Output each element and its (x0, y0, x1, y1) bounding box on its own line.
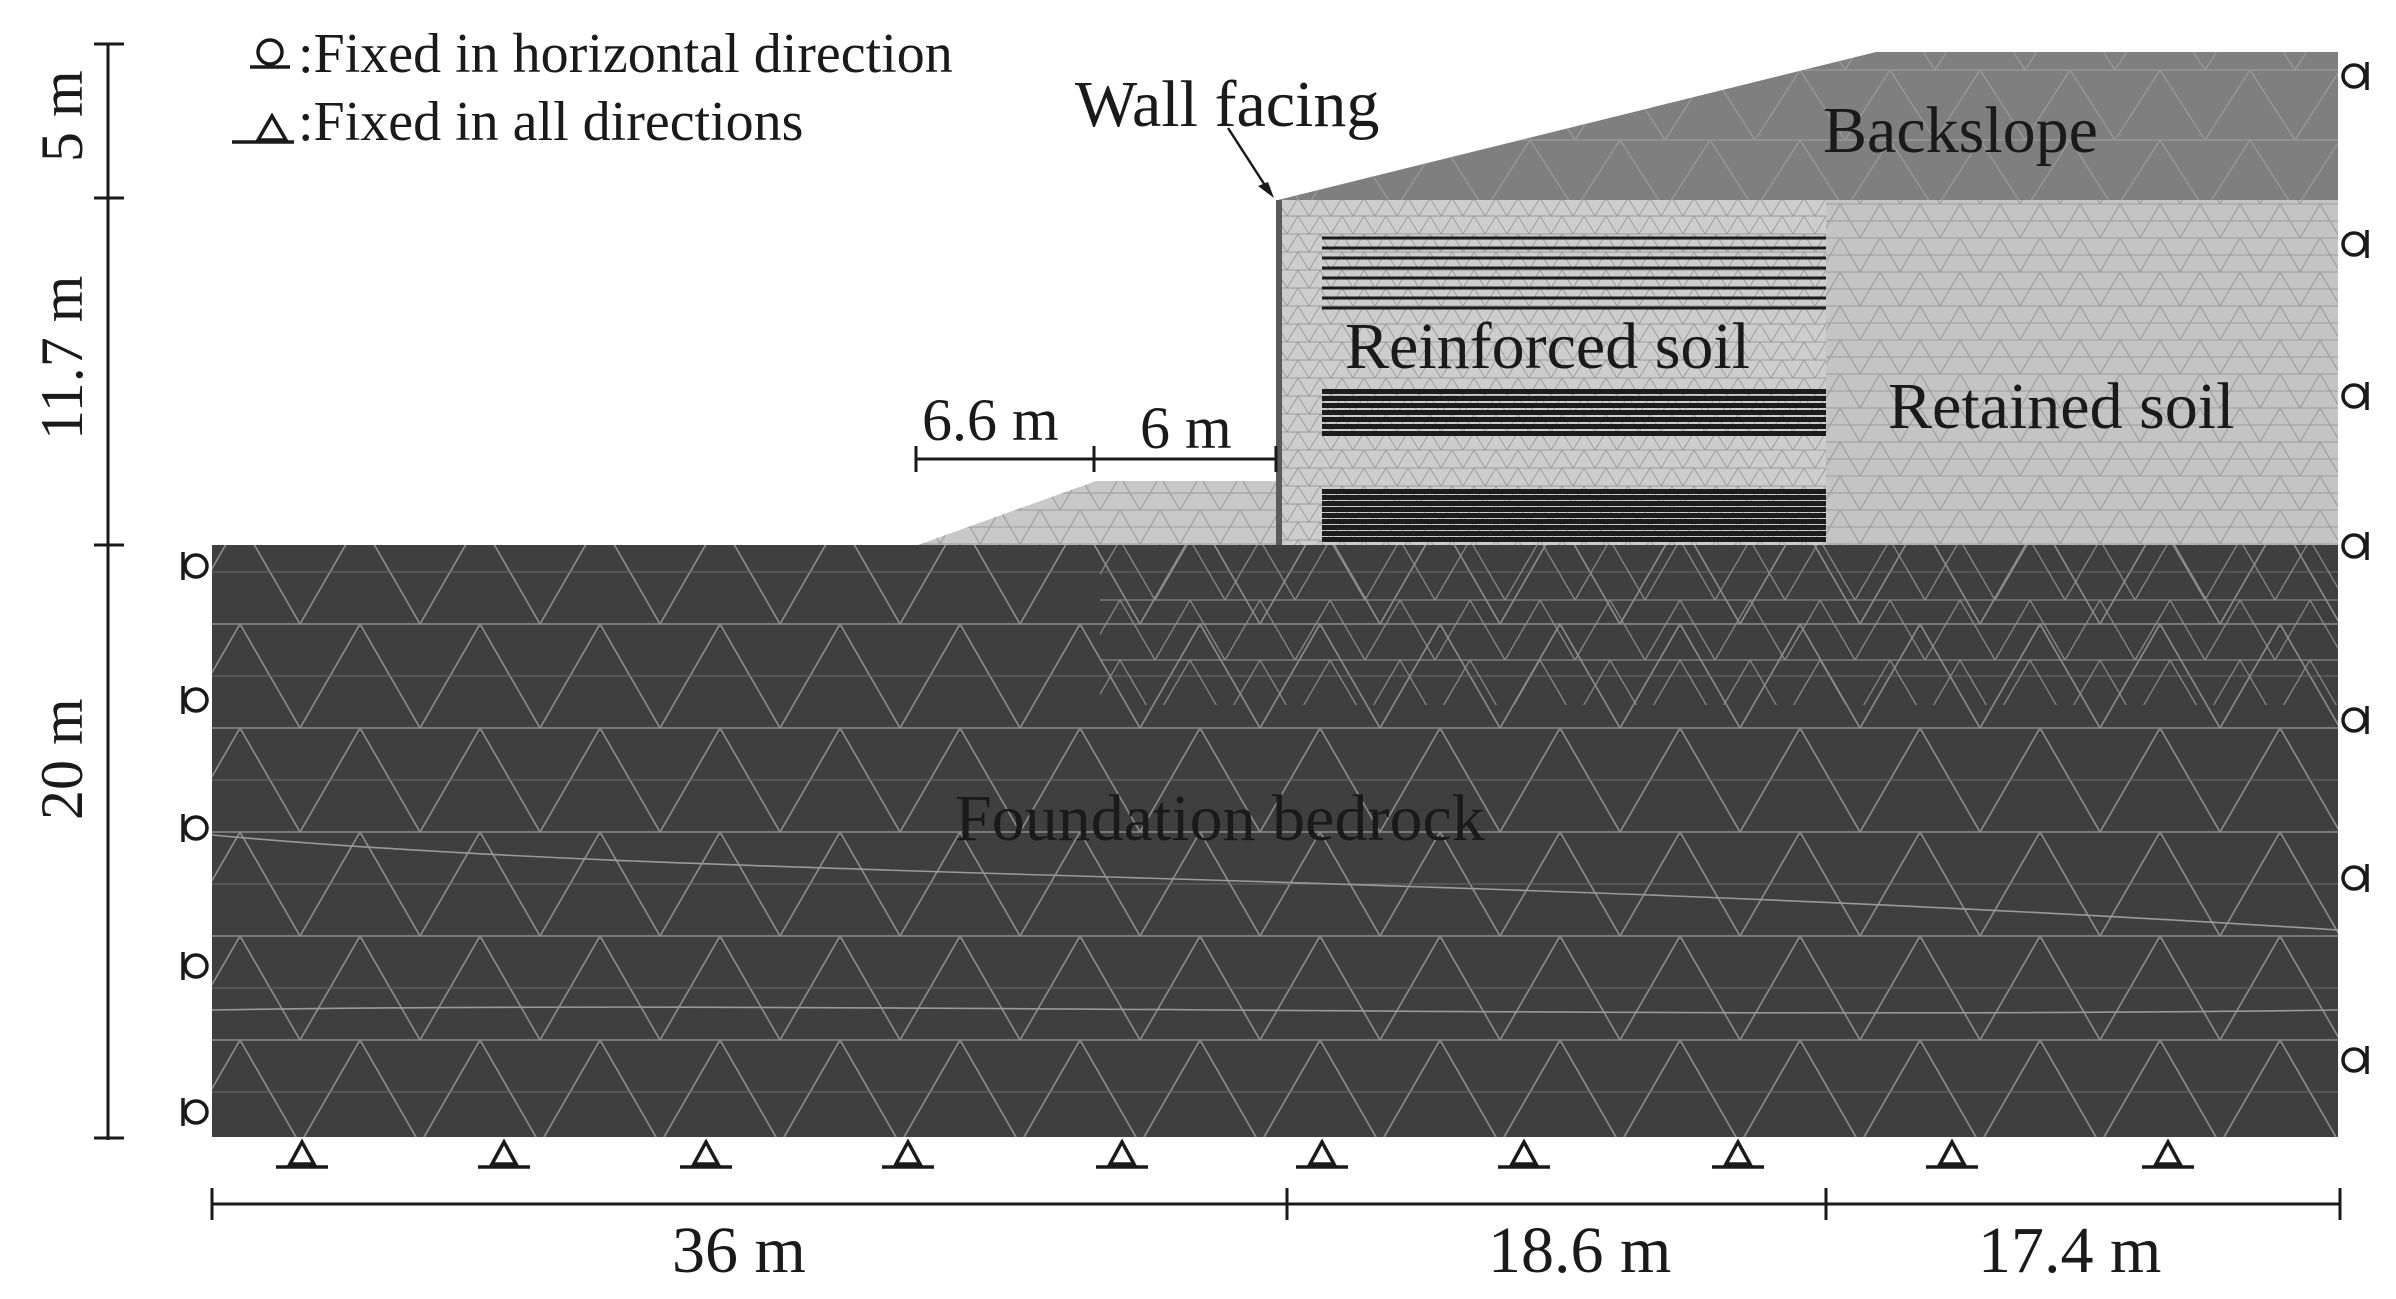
left-roller-supports (181, 552, 209, 1126)
bottom-pin-supports (276, 1138, 2194, 1169)
pin-support-icon (680, 1138, 732, 1169)
pin-support-icon (276, 1138, 328, 1169)
reinforced-soil-region (1278, 200, 1826, 545)
legend-roller-label: :Fixed in horizontal direction (298, 23, 953, 85)
reinforcement-layer (1322, 276, 1826, 280)
pin-support-icon (1926, 1138, 1978, 1169)
reinforcement-layer (1322, 525, 1826, 530)
reinforcement-layer (1322, 246, 1826, 250)
roller-support-icon (181, 814, 209, 842)
roller-support-icon (2341, 706, 2369, 734)
pin-support-icon (232, 112, 294, 144)
right-roller-supports (2341, 62, 2369, 1074)
reinforcement-layer (1322, 501, 1826, 506)
reinforcement-layer (1322, 410, 1826, 415)
reinforcement-layer (1322, 306, 1826, 310)
roller-support-icon (181, 552, 209, 580)
pin-support-icon (1096, 1138, 1148, 1169)
reinforcement-layer (1322, 403, 1826, 408)
pin-support-icon (1296, 1138, 1348, 1169)
dim-label-20m: 20 m (29, 698, 95, 820)
horizontal-dimensions (210, 1188, 2342, 1220)
reinforcement-layer (1322, 424, 1826, 429)
reinforcement-layer (1322, 495, 1826, 500)
reinforcement-layer (1322, 513, 1826, 518)
wall-facing-leader (1226, 127, 1274, 198)
pin-support-icon (2142, 1138, 2194, 1169)
dim-label-17-4m: 17.4 m (1978, 1214, 2161, 1287)
reinforcement-layer (1322, 531, 1826, 536)
dim-label-36m: 36 m (672, 1214, 806, 1287)
roller-support-icon (2341, 62, 2369, 90)
pin-support-icon (882, 1138, 934, 1169)
roller-support-icon (2341, 532, 2369, 560)
foundation-bedrock-region (211, 545, 2339, 1137)
roller-support-icon (2341, 864, 2369, 892)
pin-support-icon (1712, 1138, 1764, 1169)
reinforcement-layer (1322, 286, 1826, 290)
roller-support-icon (2341, 382, 2369, 410)
roller-support-icon (181, 952, 209, 980)
toe-dimensions (914, 446, 1278, 472)
reinforcement-layer (1322, 519, 1826, 524)
legend-pin-label: :Fixed in all directions (298, 91, 803, 153)
toe-berm-region (918, 481, 1278, 545)
reinforcement-layer (1322, 537, 1826, 542)
wall-facing-label: Wall facing (1075, 68, 1379, 141)
dim-label-6m: 6 m (1140, 395, 1232, 461)
reinforcement-layer (1322, 417, 1826, 422)
reinforcement-layers (1322, 236, 1826, 542)
backslope-region (1278, 52, 2338, 200)
reinforcement-layer (1322, 236, 1826, 240)
dim-label-18-6m: 18.6 m (1488, 1214, 1671, 1287)
reinforcement-layer (1322, 389, 1826, 394)
backslope-label: Backslope (1823, 94, 2098, 167)
retained-soil-label: Retained soil (1888, 370, 2234, 443)
pin-support-icon (1498, 1138, 1550, 1169)
legend: :Fixed in horizontal direction :Fixed in… (232, 23, 953, 153)
roller-support-icon (250, 38, 290, 69)
reinforced-soil-label: Reinforced soil (1345, 310, 1750, 383)
reinforcement-layer (1322, 507, 1826, 512)
pin-support-icon (478, 1138, 530, 1169)
reinforcement-layer (1322, 431, 1826, 436)
vertical-dimensions (94, 42, 124, 1140)
dim-label-11-7m: 11.7 m (29, 276, 95, 440)
reinforcement-layer (1322, 489, 1826, 494)
roller-support-icon (2341, 230, 2369, 258)
foundation-bedrock-label: Foundation bedrock (955, 782, 1485, 855)
roller-support-icon (181, 686, 209, 714)
reinforcement-layer (1322, 256, 1826, 260)
reinforcement-layer (1322, 396, 1826, 401)
reinforcement-layer (1322, 296, 1826, 300)
roller-support-icon (181, 1098, 209, 1126)
wall-facing (1276, 200, 1282, 545)
dim-label-6-6m: 6.6 m (922, 387, 1059, 453)
roller-support-icon (2341, 1046, 2369, 1074)
reinforcement-layer (1322, 266, 1826, 270)
dim-label-5m: 5 m (29, 70, 95, 162)
